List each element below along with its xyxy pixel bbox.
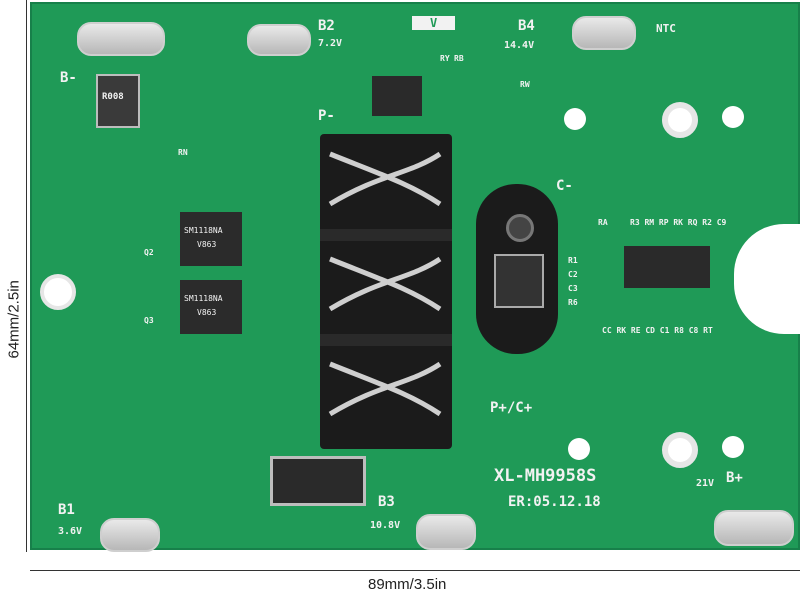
mosfet-q3-text: SM1118NA bbox=[184, 294, 223, 303]
mosfet-q2 bbox=[180, 212, 242, 266]
pad-top-left bbox=[77, 22, 165, 56]
label-q3: Q3 bbox=[144, 316, 154, 325]
diode-bottom bbox=[270, 456, 366, 506]
board-cutout bbox=[734, 224, 805, 334]
pad-b3 bbox=[416, 514, 476, 550]
terminal-block bbox=[320, 134, 452, 449]
mosfet-q2-code: V863 bbox=[197, 240, 217, 249]
mosfet-q2-text: SM1118NA bbox=[184, 226, 223, 235]
mount-hole-right-top bbox=[662, 102, 698, 138]
label-b4-voltage: 14.4V bbox=[504, 40, 535, 51]
label-b-plus: B+ bbox=[726, 470, 743, 486]
label-q2: Q2 bbox=[144, 248, 154, 257]
label-r1: R1 bbox=[568, 256, 578, 265]
mount-hole-left bbox=[40, 274, 76, 310]
ntc-connector bbox=[476, 184, 558, 354]
ntc-pin bbox=[506, 214, 534, 242]
via-hole bbox=[564, 108, 586, 130]
label-bottom-row: CC RK RE CD C1 R8 C8 RT bbox=[602, 326, 713, 335]
pad-b-plus bbox=[714, 510, 794, 546]
label-p-minus: P- bbox=[318, 108, 335, 124]
label-b1-voltage: 3.6V bbox=[58, 526, 83, 537]
label-b1: B1 bbox=[58, 502, 75, 518]
dimension-height-label: 64mm/2.5in bbox=[5, 280, 23, 359]
pad-b2 bbox=[247, 24, 311, 56]
label-b-minus: B- bbox=[60, 70, 77, 86]
label-b2-voltage: 7.2V bbox=[318, 38, 343, 49]
dimension-width-label: 89mm/3.5in bbox=[368, 576, 447, 593]
via-hole bbox=[568, 438, 590, 460]
pad-b4 bbox=[572, 16, 636, 50]
via-hole bbox=[722, 436, 744, 458]
label-b-plus-voltage: 21V bbox=[696, 478, 715, 489]
ic-protection bbox=[624, 246, 710, 288]
label-b3: B3 bbox=[378, 494, 395, 510]
mosfet-q3-code: V863 bbox=[197, 308, 217, 317]
label-p-plus-c-plus: P+/C+ bbox=[490, 400, 533, 416]
label-ntc: NTC bbox=[656, 22, 676, 35]
dimension-line-horizontal bbox=[30, 570, 800, 571]
label-ry: RY bbox=[440, 54, 450, 63]
pcb-board: SM1118NA V863 SM1118NA V863 R008 B- B2 7… bbox=[30, 2, 805, 552]
label-top-row: R3 RM RP RK RQ R2 C9 bbox=[630, 218, 727, 227]
ic-soic-top bbox=[372, 76, 422, 116]
label-c-minus: C- bbox=[556, 178, 573, 194]
label-rw: RW bbox=[520, 80, 530, 89]
label-b3-voltage: 10.8V bbox=[370, 520, 401, 531]
dimension-line-vertical bbox=[26, 0, 27, 552]
label-version: ER:05.12.18 bbox=[508, 494, 601, 510]
mount-hole-right-bottom bbox=[662, 432, 698, 468]
shunt-resistor bbox=[96, 74, 140, 128]
label-b2: B2 bbox=[318, 18, 335, 34]
label-ra: RA bbox=[598, 218, 608, 227]
shunt-resistor-code: R008 bbox=[102, 92, 124, 102]
label-model: XL-MH9958S bbox=[494, 466, 597, 486]
via-hole bbox=[722, 106, 744, 128]
label-v: V bbox=[412, 16, 456, 30]
label-c2: C2 bbox=[568, 270, 578, 279]
mosfet-q3 bbox=[180, 280, 242, 334]
label-r6: R6 bbox=[568, 298, 578, 307]
ntc-slot bbox=[494, 254, 544, 308]
label-rn: RN bbox=[178, 148, 188, 157]
spring-contacts-icon bbox=[320, 151, 452, 417]
label-c3: C3 bbox=[568, 284, 578, 293]
pad-b1 bbox=[100, 518, 160, 552]
label-rb: RB bbox=[454, 54, 464, 63]
label-b4: B4 bbox=[518, 18, 535, 34]
